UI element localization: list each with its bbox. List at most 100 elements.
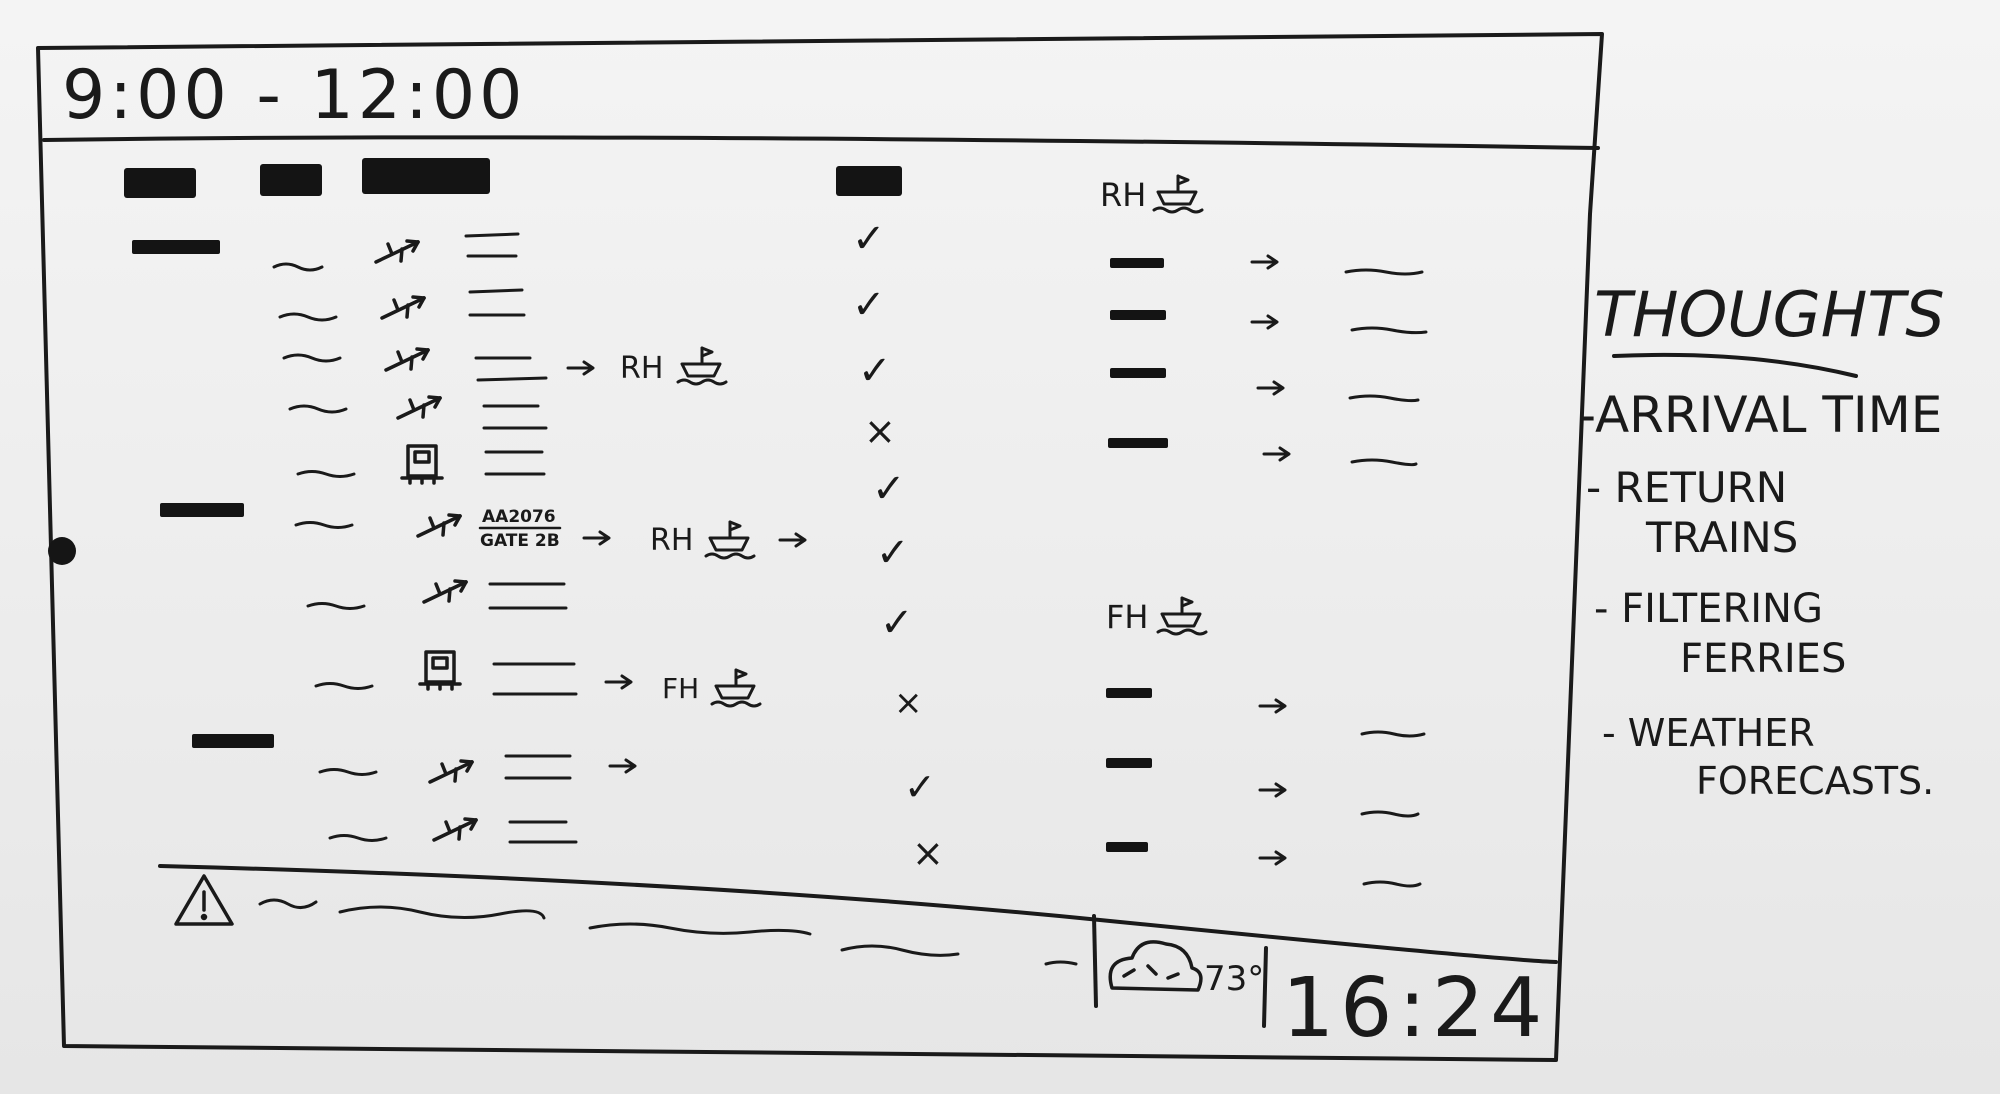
arrow-icon bbox=[1256, 380, 1285, 396]
column-header-status bbox=[836, 166, 902, 196]
alert-text-squiggle bbox=[1044, 960, 1078, 966]
destination-text-lines bbox=[482, 404, 548, 430]
ferry-panel-title: RH bbox=[1100, 176, 1146, 214]
time-text-squiggle bbox=[306, 602, 366, 610]
ferry-time-bar bbox=[1110, 310, 1166, 320]
destination-text-lines bbox=[488, 582, 568, 610]
alert-text-squiggle bbox=[258, 898, 318, 909]
destination-text-lines bbox=[484, 450, 546, 476]
flight-code-label: AA2076 GATE 2B bbox=[478, 507, 562, 551]
plane-icon bbox=[422, 579, 468, 604]
clock-box-divider bbox=[1262, 946, 1268, 1028]
status-mark: ✓ bbox=[904, 765, 936, 809]
destination-text-lines bbox=[492, 662, 578, 696]
status-mark: × bbox=[912, 831, 944, 875]
ferry-time-bar bbox=[1110, 258, 1164, 268]
ferry-time-bar bbox=[1110, 368, 1166, 378]
status-mark: × bbox=[894, 683, 923, 723]
plane-icon bbox=[396, 395, 442, 420]
plane-icon bbox=[428, 759, 474, 784]
ferry-time-bar bbox=[1106, 758, 1152, 768]
status-mark: ✓ bbox=[872, 466, 906, 512]
ferry-icon bbox=[676, 346, 728, 386]
plane-icon bbox=[384, 347, 430, 372]
ferry-label-inline: RH bbox=[620, 351, 663, 386]
arrival-text-line bbox=[1350, 458, 1418, 467]
footer-divider bbox=[158, 864, 1558, 964]
destination-text-lines bbox=[464, 232, 520, 258]
notes-title: THOUGHTS bbox=[1594, 278, 1945, 351]
arrival-text-line bbox=[1360, 730, 1426, 738]
date-marker bbox=[132, 240, 220, 254]
destination-text-lines bbox=[468, 288, 526, 317]
ferry-rows bbox=[1108, 254, 1428, 467]
ferry-icon bbox=[710, 668, 762, 708]
destination-text-lines bbox=[508, 820, 578, 844]
ferry-panel-title: FH bbox=[1106, 598, 1148, 636]
time-text-squiggle bbox=[272, 262, 324, 272]
status-mark: ✓ bbox=[852, 216, 886, 262]
arrival-text-line bbox=[1360, 810, 1420, 818]
clock-readout: 16:24 bbox=[1282, 961, 1548, 1056]
status-mark: ✓ bbox=[858, 348, 892, 394]
plane-icon bbox=[432, 817, 478, 842]
alert-ticker bbox=[174, 874, 1078, 966]
arrival-text-line bbox=[1348, 394, 1420, 403]
time-text-squiggle bbox=[282, 353, 342, 363]
arrow-icon bbox=[1262, 446, 1291, 462]
connection-arrow-icon bbox=[582, 530, 611, 546]
ferry-panel-rh: RH bbox=[1100, 174, 1428, 467]
alert-text-squiggle bbox=[588, 922, 812, 936]
time-text-squiggle bbox=[296, 470, 356, 478]
arrow-icon bbox=[1258, 782, 1287, 798]
time-range-title: 9:00 - 12:00 bbox=[62, 56, 526, 135]
destination-text-lines bbox=[474, 356, 548, 382]
weather-box-divider bbox=[1092, 914, 1098, 1008]
ferry-label-inline: FH bbox=[662, 672, 699, 705]
arrow-icon bbox=[1250, 314, 1279, 330]
time-text-squiggle bbox=[294, 521, 354, 529]
header-divider bbox=[42, 135, 1600, 150]
arrow-icon bbox=[1258, 850, 1287, 866]
status-mark: ✓ bbox=[880, 600, 914, 646]
ferry-time-bar bbox=[1106, 688, 1152, 698]
weather-widget: 73° bbox=[1108, 940, 1264, 999]
status-mark: × bbox=[864, 409, 896, 453]
train-icon bbox=[418, 650, 462, 691]
column-header-time bbox=[260, 164, 322, 196]
date-group-markers bbox=[132, 240, 274, 748]
departure-rows: AA2076 GATE 2B RH RH FH ✓ ✓ ✓ × ✓ ✓ bbox=[272, 216, 944, 875]
plane-icon bbox=[380, 295, 426, 320]
connection-arrow-icon bbox=[608, 758, 637, 774]
ferry-icon bbox=[1152, 174, 1204, 214]
time-text-squiggle bbox=[328, 834, 388, 842]
train-icon bbox=[400, 444, 444, 485]
ferry-time-bar bbox=[1106, 842, 1148, 852]
column-header-destination bbox=[362, 158, 490, 194]
time-text-squiggle bbox=[314, 682, 374, 690]
cloud-icon bbox=[1108, 940, 1203, 992]
status-mark: ✓ bbox=[876, 530, 910, 576]
column-headers bbox=[124, 158, 902, 198]
notes-title-underline bbox=[1612, 352, 1858, 378]
connection-arrow-icon bbox=[604, 674, 633, 690]
alert-text-squiggle bbox=[338, 905, 546, 920]
ferry-icon bbox=[1156, 596, 1208, 636]
screen-frame bbox=[36, 32, 1604, 1062]
temperature-readout: 73° bbox=[1204, 959, 1264, 999]
gate-number: GATE 2B bbox=[480, 531, 560, 551]
plane-icon bbox=[416, 513, 462, 538]
status-mark: ✓ bbox=[852, 282, 886, 328]
date-marker bbox=[192, 734, 274, 748]
ferry-time-bar bbox=[1108, 438, 1168, 448]
arrival-text-line bbox=[1362, 880, 1422, 888]
time-text-squiggle bbox=[288, 404, 348, 414]
arrow-icon bbox=[1258, 698, 1287, 714]
alert-text-squiggle bbox=[840, 944, 960, 957]
connection-arrow-icon bbox=[566, 360, 595, 376]
